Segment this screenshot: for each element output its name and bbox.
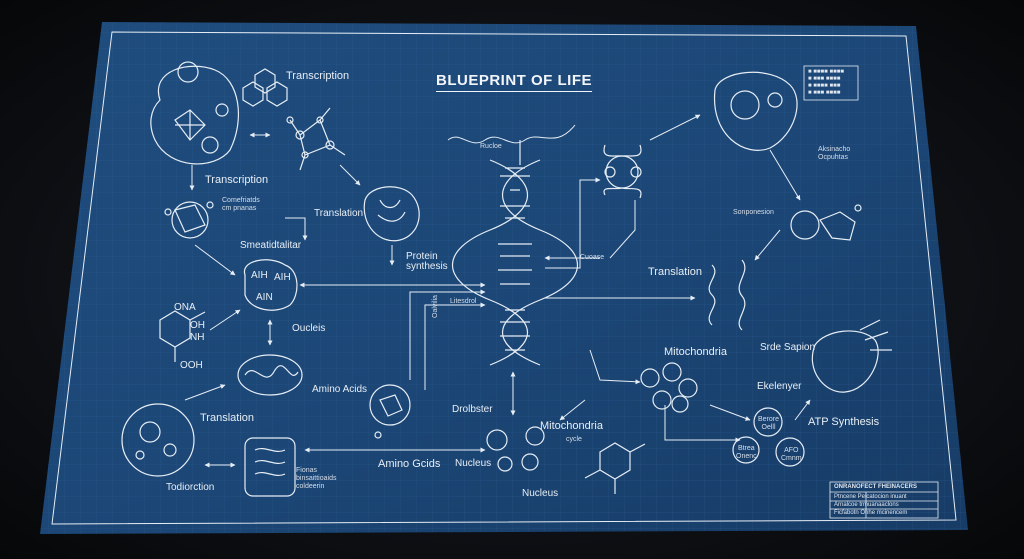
cell-vacuole-icon (713, 71, 798, 151)
info-box-row-3: ■ ■■■■ ■■■ (808, 83, 841, 89)
molecule-cluster-icon (286, 107, 346, 171)
label-todiorction: Todiorction (166, 482, 215, 493)
label-ona: ONA (174, 302, 196, 313)
cell-organelle-icon (150, 61, 240, 165)
label-mitochondria-center: Mitochondria (540, 420, 603, 432)
hexagon-molecule-icon (242, 68, 288, 107)
ribosome-icon (363, 186, 420, 242)
label-transcription-left: Transcription (205, 174, 269, 186)
label-aksinacho: Aksinacho Ocpuhtas (818, 146, 851, 161)
nerve-cell-icon (811, 319, 892, 393)
label-aih-2: AIH (274, 272, 291, 283)
label-protein-synthesis: Protein synthesis (406, 251, 448, 272)
label-aih-3: AIN (256, 292, 273, 303)
label-cell-c: AFO Cmnm (781, 447, 802, 462)
molecule-right-icon (790, 204, 862, 241)
ring-molecule-icon (159, 310, 206, 362)
label-fionas: Fionas binsaittioaids coldeerin (296, 467, 337, 490)
golgi-icon (244, 437, 296, 497)
label-nucleus: Nucleus (522, 488, 559, 499)
title-block-row-3: Ficfabotn Ohhe mcinencem (834, 510, 908, 516)
title-block-header: ONRANOFECT FHEINACERS (834, 484, 918, 490)
title-block (829, 481, 939, 519)
label-ooh: OOH (180, 360, 203, 371)
info-box-row-2: ■ ■■■ ■■■■ (808, 76, 841, 82)
title-block-row-2: Arnalcoe trmuanaaclons (834, 502, 899, 508)
dna-helix-icon (447, 124, 579, 366)
page-title: BLUEPRINT OF LIFE (436, 72, 592, 92)
label-smeatidtalitar: Smeatidtalitar (240, 240, 302, 251)
label-drolbster: Drolbster (452, 404, 493, 415)
sheet-border (51, 31, 957, 525)
label-cycle: cycle (566, 436, 582, 443)
label-sirde-sapion: Srde Sapion (760, 342, 816, 353)
info-box-row-4: ■ ■■■ ■■■■ (808, 90, 841, 96)
label-translation-left-bottom: Translation (200, 412, 255, 424)
info-box-row-1: ■ ■■■■ ■■■■ (808, 69, 844, 75)
amino-cell-icon (243, 259, 298, 311)
label-oucleis: Oucleis (292, 323, 326, 334)
label-sonponesion: Sonponesion (733, 209, 774, 216)
mitochondria-icon (237, 354, 303, 396)
info-box (803, 65, 859, 101)
molecule-structure-icon (584, 442, 646, 494)
label-oh: OH (190, 320, 205, 331)
label-cell-b: Btrea Onenc (736, 445, 757, 460)
label-rucloe: Rucloe (480, 143, 502, 150)
nucleus-cluster-icon (486, 426, 545, 472)
label-nh: NH (190, 332, 205, 343)
label-cuoase: Cuoase (580, 254, 605, 261)
label-transcription-top: Transcription (286, 70, 350, 82)
cell-nucleus-icon (121, 403, 195, 477)
label-ekelenyer: Ekelenyer (757, 381, 802, 392)
mitochondria-cluster-icon (640, 362, 698, 413)
label-litesdrol: Litesdrol (450, 298, 477, 305)
label-atp-synthesis: ATP Synthesis (808, 416, 880, 428)
molecule-ring-icon (164, 201, 214, 239)
atom-structure-icon (603, 144, 642, 199)
label-translation-left-top: Translation (314, 208, 364, 219)
label-cell-a: Berore Oelll (758, 416, 780, 431)
label-sub-transcription: Comefriatds cm pnanas (222, 197, 260, 212)
label-amino-acids-2: Amino Gcids (378, 458, 441, 470)
amino-molecule-icon (369, 384, 411, 439)
label-aih-1: AIH (251, 270, 268, 281)
label-translation-right: Translation (648, 266, 703, 278)
label-amino-acids-1: Amino Acids (312, 384, 368, 395)
protein-strand-icon (708, 259, 746, 331)
label-vertical-tag: Oalvilia (432, 295, 439, 318)
label-mitochondria-right: Mitochondria (664, 346, 727, 358)
atp-cells-icon (732, 407, 805, 467)
title-block-row-1: Ptncene Pelcatocion inuant (834, 494, 907, 500)
label-nucleus-small: Nucleus (455, 458, 492, 469)
flow-arrows (184, 114, 811, 468)
